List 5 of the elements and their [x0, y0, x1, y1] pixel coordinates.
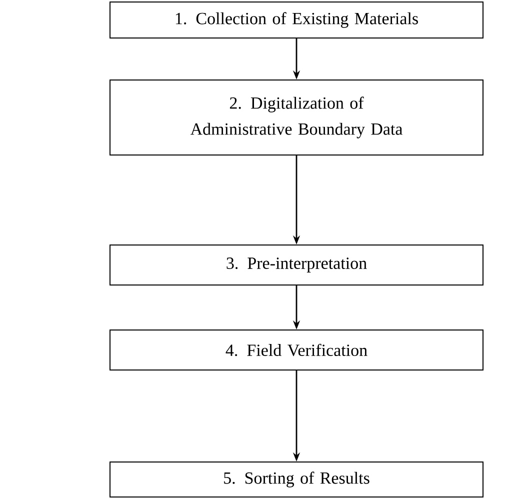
- process-box: 3. Pre-interpretation: [110, 244, 484, 286]
- process-box: 1. Collection of Existing Materials: [110, 2, 484, 38]
- process-box: 5. Sorting of Results: [110, 462, 484, 498]
- process-box: 4. Field Verification: [110, 330, 484, 370]
- process-box: 2. Digitalization of Administrative Boundary Data: [110, 80, 484, 156]
